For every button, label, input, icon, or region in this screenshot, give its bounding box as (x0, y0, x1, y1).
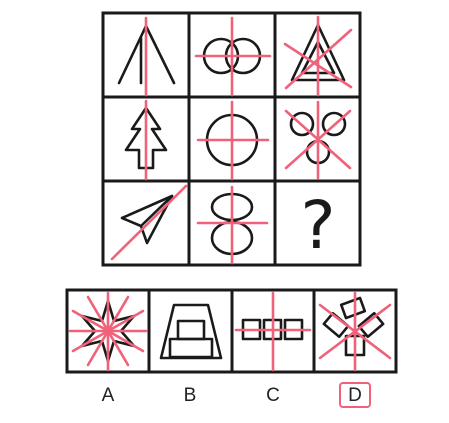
symmetry-axis (283, 42, 353, 89)
symmetry-axis (86, 295, 130, 367)
main-grid (101, 11, 362, 267)
symmetry-axis (318, 303, 392, 360)
option-label-a: A (102, 385, 115, 406)
cell-r2c2-circle-cross (196, 100, 270, 181)
option-c-three-squares[interactable] (234, 291, 312, 372)
option-d-three-rectangles[interactable] (318, 291, 392, 372)
option-label-b: B (184, 385, 197, 406)
cell-r3c2-stacked-ellipses (196, 185, 269, 265)
options-grid (65, 288, 398, 374)
option-label-c: C (266, 385, 280, 406)
option-b-trapezoid-stack[interactable] (159, 303, 223, 360)
cell-r1c2-overlapping-circles (194, 16, 272, 97)
cell-r2c1-stacked-arrow (124, 99, 168, 181)
cell-r1c1-lambda-figure (117, 16, 176, 97)
symmetry-axis (110, 184, 188, 261)
cell-r3c3-question: ? (300, 187, 335, 264)
option-a-six-point-star[interactable] (68, 291, 148, 372)
symmetry-axis (284, 109, 352, 170)
cell-r2c3-three-lobe-clover (284, 100, 352, 180)
answer-highlight-box (339, 382, 371, 408)
cell-r1c3-nested-triangles (283, 15, 353, 97)
option-label-d: D (348, 385, 362, 406)
symmetry-axis (284, 28, 353, 90)
cell-r3c1-paper-airplane (110, 184, 188, 261)
question-mark: ? (300, 187, 335, 264)
